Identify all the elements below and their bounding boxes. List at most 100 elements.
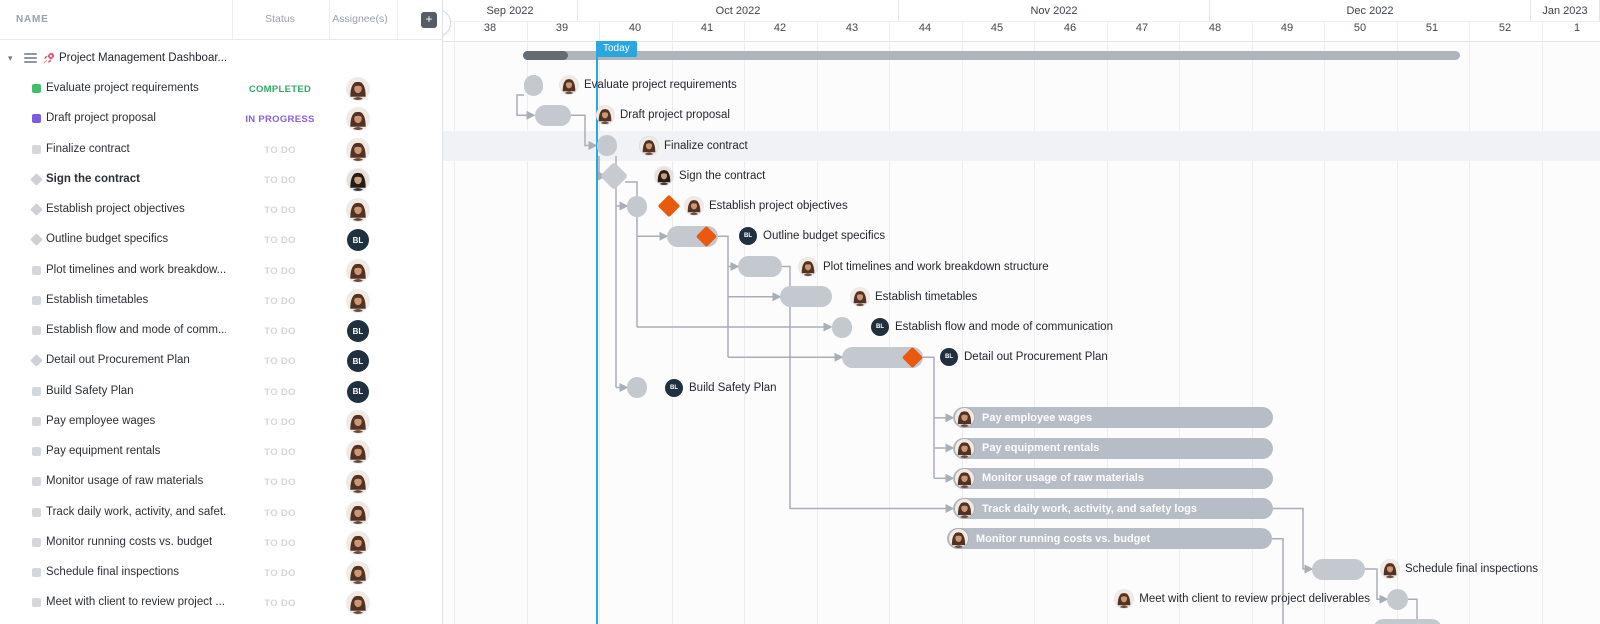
status-badge[interactable]: TO DO [264,568,296,579]
status-badge[interactable]: TO DO [264,174,296,186]
assignee-cell[interactable] [324,441,392,463]
task-bar[interactable] [627,377,647,398]
status-badge[interactable]: IN PROGRESS [245,114,315,126]
task-row[interactable]: Plot timelines and work breakdow... TO DO [0,256,442,286]
status-badge[interactable]: TO DO [264,265,296,277]
task-row[interactable]: Monitor usage of raw materials TO DO [0,467,442,497]
task-row[interactable]: Establish timetables TO DO [0,286,442,316]
project-group-row[interactable]: ▾ Project Management Dashboar... [0,44,442,74]
assignee-cell[interactable]: BL [324,320,392,342]
task-bar[interactable] [953,467,1273,489]
assignee-cell[interactable] [324,168,392,191]
header-divider [443,21,1600,22]
task-row[interactable]: Meet with client to review project ... TO… [0,588,442,618]
assignee-cell[interactable] [324,199,392,221]
task-row[interactable]: Finalize contract TO DO [0,135,442,165]
task-name[interactable]: Finalize contract [46,142,130,155]
assignee-cell[interactable] [324,78,392,100]
status-badge[interactable]: TO DO [264,295,296,307]
assignee-cell[interactable] [324,289,392,312]
status-badge[interactable]: COMPLETED [248,84,312,95]
task-name[interactable]: Detail out Procurement Plan [46,354,190,367]
task-name[interactable]: Build Safety Plan [46,384,134,397]
task-bar[interactable] [597,135,617,156]
task-row[interactable]: Establish project objectives TO DO [0,195,442,225]
task-row[interactable]: Build Safety Plan TO DO BL [0,377,442,407]
task-bar[interactable] [953,437,1273,459]
task-name[interactable]: Plot timelines and work breakdow... [46,263,226,276]
assignee-cell[interactable] [324,410,392,433]
avatar-woman [347,78,369,100]
today-badge[interactable]: Today [596,41,637,57]
collapse-caret-icon[interactable]: ▾ [8,53,13,63]
task-bar[interactable] [535,104,571,126]
task-bar[interactable] [953,407,1273,429]
task-name[interactable]: Establish timetables [46,293,149,306]
task-row[interactable]: Pay employee wages TO DO [0,407,442,437]
task-bar[interactable] [1373,619,1442,624]
status-badge[interactable]: TO DO [264,537,296,549]
add-column-button[interactable]: + [421,12,437,28]
task-name[interactable]: Sign the contract [46,172,140,185]
assignee-cell[interactable] [324,138,392,161]
assignee-cell[interactable] [324,471,392,494]
task-name[interactable]: Schedule final inspections [46,566,179,578]
assignee-cell[interactable] [324,592,392,615]
assignee-cell[interactable] [324,108,392,131]
task-row[interactable]: Establish flow and mode of comm... TO DO B… [0,316,442,346]
task-row[interactable]: Monitor running costs vs. budget TO DO [0,528,442,558]
task-bar[interactable] [627,195,647,217]
task-name[interactable]: Establish project objectives [46,203,185,215]
task-row[interactable]: Schedule final inspections TO DO [0,558,442,588]
task-row[interactable]: Pay equipment rentals TO DO [0,437,442,467]
list-menu-icon[interactable] [24,53,37,65]
task-row[interactable]: Sign the contract TO DO [0,165,442,195]
task-row[interactable]: Evaluate project requirements COMPLETED [0,74,442,104]
task-name[interactable]: Monitor usage of raw materials [46,475,204,488]
task-name[interactable]: Outline budget specifics [46,233,169,246]
status-badge[interactable]: TO DO [264,144,296,156]
assignee-cell[interactable] [324,531,392,554]
task-bar[interactable] [953,498,1273,519]
assignee-cell[interactable]: BL [324,350,392,373]
status-badge[interactable]: TO DO [264,205,296,216]
status-badge[interactable]: TO DO [264,386,296,398]
task-row[interactable]: Detail out Procurement Plan TO DO BL [0,346,442,376]
status-badge[interactable]: TO DO [264,507,296,519]
status-badge[interactable]: TO DO [264,326,296,337]
task-bar[interactable] [1312,558,1365,580]
task-bar[interactable] [842,346,923,368]
task-name[interactable]: Meet with client to review project ... [46,596,225,609]
task-bar[interactable] [1387,588,1408,610]
task-name[interactable]: Pay equipment rentals [46,445,161,457]
task-bar[interactable] [832,316,852,338]
task-name[interactable]: Establish flow and mode of comm... [46,324,226,336]
week-number: 49 [1280,22,1294,34]
project-summary-bar[interactable] [523,51,1460,60]
task-row[interactable]: Draft project proposal IN PROGRESS [0,104,442,134]
bar-label: Plot timelines and work breakdown struct… [823,260,1049,273]
task-bar[interactable] [524,74,543,96]
assignee-cell[interactable] [324,259,392,282]
status-badge[interactable]: TO DO [264,416,296,428]
status-badge[interactable]: TO DO [264,598,296,610]
task-row[interactable]: Track daily work, activity, and safet...… [0,498,442,528]
status-badge[interactable]: TO DO [264,235,296,247]
status-badge[interactable]: TO DO [264,477,296,489]
task-name[interactable]: Evaluate project requirements [46,82,199,94]
task-bar[interactable] [947,528,1272,550]
assignee-cell[interactable]: BL [324,229,392,252]
task-name[interactable]: Draft project proposal [46,112,156,125]
assignee-cell[interactable]: BL [324,380,392,403]
task-bar[interactable] [780,286,832,308]
task-row[interactable]: Outline budget specifics TO DO BL [0,225,442,255]
status-badge[interactable]: TO DO [264,356,296,368]
task-name[interactable]: Pay employee wages [46,414,156,427]
assignee-cell[interactable] [324,562,392,584]
assignee-cell[interactable] [324,501,392,524]
task-name[interactable]: Track daily work, activity, and safet... [46,505,226,518]
week-number: 52 [1498,22,1512,34]
task-bar[interactable] [738,256,782,277]
task-name[interactable]: Monitor running costs vs. budget [46,535,213,548]
status-badge[interactable]: TO DO [264,447,296,458]
